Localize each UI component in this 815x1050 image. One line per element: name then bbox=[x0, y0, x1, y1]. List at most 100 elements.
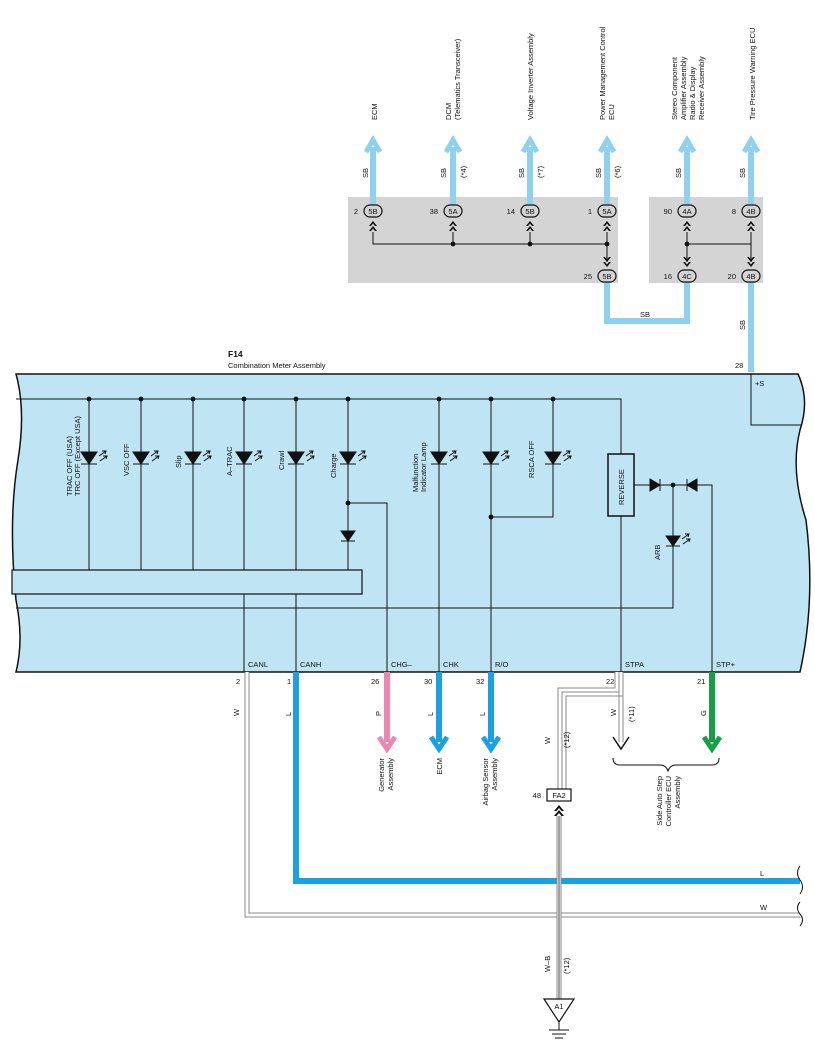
fa2-label: FA2 bbox=[552, 791, 565, 800]
meter-body bbox=[11, 373, 811, 673]
dest-stereo-line1: Stereo Component bbox=[670, 56, 679, 120]
connector-4b-tpw: 4B bbox=[746, 207, 755, 216]
wire-code-stereo: SB bbox=[674, 168, 683, 178]
pin-22: 22 bbox=[606, 677, 614, 686]
led-icon-rsca bbox=[544, 450, 572, 465]
note-wb: (*12) bbox=[562, 957, 571, 974]
dest-sidestep-line3: Assembly bbox=[673, 776, 682, 809]
note-inverter: (*7) bbox=[536, 165, 545, 178]
dest-stereo-line2: Amplifier Assembly bbox=[679, 56, 688, 120]
dest-airbag-line2: Assembly bbox=[490, 758, 499, 791]
arrow-ro bbox=[480, 735, 502, 754]
dest-dcm-line1: DCM bbox=[444, 103, 453, 120]
bus-label-w: W bbox=[760, 903, 768, 912]
dest-stereo-line3: Radio & Display bbox=[688, 66, 697, 120]
led-icon-charge bbox=[339, 450, 367, 465]
reverse-label: REVERSE bbox=[617, 469, 626, 505]
meter-id: F14 bbox=[228, 349, 243, 359]
wire-code-dcm: SB bbox=[439, 168, 448, 178]
pin-2-ecm: 2 bbox=[354, 207, 358, 216]
connector-5b-inverter: 5B bbox=[525, 207, 534, 216]
meter-name: Combination Meter Assembly bbox=[228, 361, 326, 370]
wire-code-pmc: SB bbox=[594, 168, 603, 178]
led-columns bbox=[88, 399, 554, 672]
meter-top-bus-dots bbox=[86, 396, 556, 402]
junction-block-left bbox=[348, 197, 618, 283]
wire-stp-g bbox=[709, 672, 715, 742]
feed-wire-sb bbox=[748, 278, 754, 372]
label-slip: Slip bbox=[174, 455, 183, 468]
wirecode-ro: L bbox=[478, 712, 487, 716]
dest-dcm-line2: (Telematics Transceiver) bbox=[453, 38, 462, 120]
connector-5b-lower: 5B bbox=[602, 272, 611, 281]
wire-chk-l bbox=[436, 672, 442, 742]
note-pmc: (*6) bbox=[613, 165, 622, 178]
pin-38-dcm: 38 bbox=[430, 207, 438, 216]
wirecode-canh: L bbox=[284, 712, 293, 716]
label-atrac: A–TRAC bbox=[225, 446, 234, 476]
diode-right-icon bbox=[686, 478, 698, 492]
side-step-brace bbox=[612, 757, 720, 773]
dest-pmc-line1: Power Management Control bbox=[598, 26, 607, 120]
label-malfunction-1: Malfunction bbox=[411, 454, 420, 492]
break-marks bbox=[797, 865, 803, 927]
arrow-stp bbox=[701, 735, 723, 754]
led-icon-arb bbox=[665, 533, 691, 547]
dest-airbag-line1: Airbag Sensor bbox=[481, 758, 490, 806]
dest-ecm-top: ECM bbox=[370, 103, 379, 120]
term-canl: CANL bbox=[248, 660, 268, 669]
pin-16-lower: 16 bbox=[664, 272, 672, 281]
dest-inverter: Voltage Inverter Assembly bbox=[526, 33, 535, 120]
connector-5b-ecm: 5B bbox=[368, 207, 377, 216]
charge-branch-dot bbox=[345, 500, 351, 506]
led-icon-vsc bbox=[132, 450, 160, 465]
ro-junction-dot bbox=[488, 514, 494, 520]
dest-pmc-line2: ECU bbox=[607, 104, 616, 120]
wire-ro-l bbox=[488, 672, 494, 742]
term-chk: CHK bbox=[443, 660, 459, 669]
connector-badges-lower: 5B 25 4C 16 4B 20 bbox=[584, 269, 761, 283]
wire-code-ecm: SB bbox=[361, 168, 370, 178]
connector-badges-top: 5B 2 5A 38 5B 14 5A 1 4A 90 4B 8 bbox=[354, 204, 761, 218]
feed-pin: 28 bbox=[735, 361, 743, 370]
pin-90-stereo: 90 bbox=[664, 207, 672, 216]
ground-icon bbox=[549, 1022, 569, 1039]
wirecode-chk: L bbox=[426, 712, 435, 716]
can-module-box bbox=[11, 569, 363, 595]
dest-stereo-line4: Receiver Assembly bbox=[697, 56, 706, 120]
label-rsca-off: RSCA OFF bbox=[527, 440, 536, 478]
wire-code-tpw: SB bbox=[738, 168, 747, 178]
term-ro: R/O bbox=[495, 660, 509, 669]
ground-a1-triangle bbox=[542, 998, 576, 1024]
label-charge: Charge bbox=[329, 453, 338, 478]
diode-left-icon bbox=[649, 478, 661, 492]
fa2-chevrons bbox=[554, 805, 564, 816]
top-arrowheads bbox=[363, 135, 761, 154]
led-icon-atrac bbox=[235, 450, 263, 465]
wire-code-inverter: SB bbox=[517, 168, 526, 178]
term-stpa: STPA bbox=[625, 660, 644, 669]
label-crawl: Crawl bbox=[277, 450, 286, 470]
fa2-connector bbox=[546, 788, 572, 802]
ground-a1-label: A1 bbox=[554, 1002, 563, 1011]
bus-label-l: L bbox=[760, 869, 764, 878]
pin-25-lower: 25 bbox=[584, 272, 592, 281]
arrow-chk bbox=[428, 735, 450, 754]
feed-wire-label: SB bbox=[738, 320, 747, 330]
chevrons-lower bbox=[603, 257, 755, 267]
led-symbols bbox=[80, 450, 572, 465]
charge-diode-icon bbox=[340, 530, 356, 542]
top-wires bbox=[370, 147, 754, 204]
label-vsc-off: VSC OFF bbox=[122, 443, 131, 476]
dest-tpw: Tire Pressure Warning ECU bbox=[748, 28, 757, 120]
note-pin22: (*12) bbox=[562, 731, 571, 748]
term-stp-plus: STP+ bbox=[716, 660, 736, 669]
can-lines bbox=[16, 548, 674, 672]
pin-chg: 26 bbox=[371, 677, 379, 686]
charge-diode-branch bbox=[348, 502, 388, 672]
wire-canh-l bbox=[293, 672, 800, 884]
pin-8-tpw: 8 bbox=[732, 207, 736, 216]
note-stpa: (*11) bbox=[627, 706, 636, 722]
connector-5a-pmc: 5A bbox=[602, 207, 611, 216]
